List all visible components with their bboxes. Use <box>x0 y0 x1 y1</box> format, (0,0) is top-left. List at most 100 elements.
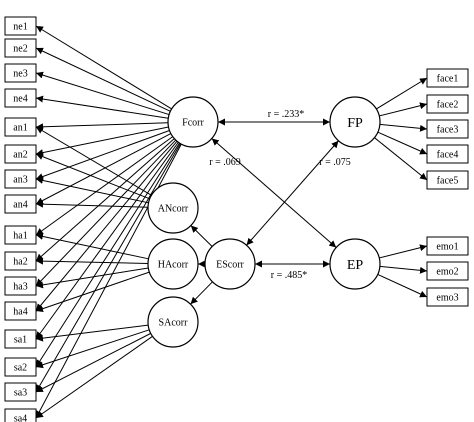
latent-label-escorr: EScorr <box>216 260 244 271</box>
loading-path-ep-emo1 <box>379 244 428 259</box>
indicator-box-sa4 <box>4 408 37 422</box>
loading-path-ep-emo3 <box>377 273 428 298</box>
indicator-label-face4: face4 <box>437 150 459 161</box>
indicator-label-sa1: sa1 <box>14 335 27 346</box>
loading-path-fp-face2 <box>379 102 428 117</box>
indicator-box-ha4 <box>4 301 37 321</box>
loading-path-ancorr-an4 <box>35 200 149 208</box>
loading-path-fcorr-ne4 <box>35 95 169 119</box>
indicator-label-face1: face1 <box>437 74 459 85</box>
indicator-box-face4 <box>426 144 469 164</box>
loading-path-ancorr-an3 <box>35 177 149 204</box>
latent-circle-fcorr <box>167 96 219 148</box>
indicator-box-an4 <box>4 194 37 214</box>
loading-path-fp-face3 <box>379 123 428 132</box>
indicator-label-an1: an1 <box>13 123 27 134</box>
loading-path-fcorr-sa3 <box>35 143 181 393</box>
loading-path-fcorr-ne3 <box>35 71 170 116</box>
loading-path-hacorr-ha4 <box>35 271 150 313</box>
corr-path-fcorr-ep <box>211 138 337 248</box>
indicator-label-ha3: ha3 <box>13 282 27 293</box>
indicator-box-face1 <box>426 68 469 88</box>
indicator-box-emo1 <box>426 236 469 256</box>
latent-circle-fp <box>329 96 381 148</box>
path-escorr-sacorr <box>190 281 213 305</box>
indicator-label-face3: face3 <box>437 125 459 136</box>
indicator-label-sa2: sa2 <box>14 363 27 374</box>
loading-path-ancorr-an2 <box>35 153 150 200</box>
indicator-label-ne4: ne4 <box>13 94 27 105</box>
indicator-box-ne2 <box>4 38 37 58</box>
loading-path-sacorr-sa2 <box>35 329 150 369</box>
path-escorr-ancorr <box>190 225 213 247</box>
indicator-label-an4: an4 <box>13 200 27 211</box>
loading-path-fcorr-an4 <box>35 133 172 205</box>
loading-path-ep-emo2 <box>379 265 428 274</box>
indicator-label-ha2: ha2 <box>13 257 27 268</box>
indicator-box-an1 <box>4 117 37 137</box>
indicator-box-face3 <box>426 119 469 139</box>
indicator-box-sa3 <box>4 382 37 402</box>
indicator-box-ne4 <box>4 88 37 108</box>
indicator-box-ha3 <box>4 276 37 296</box>
indicator-label-sa4: sa4 <box>14 414 27 422</box>
loading-path-fcorr-an1 <box>35 122 169 131</box>
indicator-label-sa3: sa3 <box>14 388 27 399</box>
latent-label-hacorr: HAcorr <box>158 260 189 271</box>
loading-path-fcorr-ha1 <box>35 136 174 236</box>
indicator-box-sa2 <box>4 357 37 377</box>
latent-circle-hacorr <box>147 238 199 290</box>
indicator-label-ne2: ne2 <box>13 44 27 55</box>
indicator-label-emo3: emo3 <box>436 293 458 304</box>
indicator-box-emo2 <box>426 261 469 281</box>
loading-path-fcorr-sa1 <box>35 141 179 340</box>
loading-path-fp-face4 <box>377 131 428 155</box>
indicator-label-face2: face2 <box>437 100 459 111</box>
indicator-box-an2 <box>4 144 37 164</box>
loading-path-hacorr-ha3 <box>35 267 149 289</box>
latent-circle-ep <box>329 238 381 290</box>
corr-label-fcorr-fp: r = .233* <box>268 109 304 120</box>
loading-path-fcorr-ne2 <box>35 47 171 112</box>
corr-label-escorr-fp: r = .075 <box>319 157 350 168</box>
indicator-label-emo2: emo2 <box>436 267 458 278</box>
latent-label-ep: EP <box>347 258 364 273</box>
latent-label-sacorr: SAcorr <box>159 318 189 329</box>
corr-path-escorr-fp <box>246 140 339 246</box>
loading-path-sacorr-sa4 <box>35 335 153 419</box>
indicator-label-an2: an2 <box>13 150 27 161</box>
indicator-box-an3 <box>4 169 37 189</box>
indicator-box-ne3 <box>4 63 37 83</box>
loading-path-fcorr-an3 <box>35 130 170 180</box>
indicator-box-sa1 <box>4 329 37 349</box>
indicator-box-face5 <box>426 170 469 190</box>
indicator-box-ha1 <box>4 225 37 245</box>
loading-path-sacorr-sa1 <box>35 324 149 342</box>
indicator-box-ne1 <box>4 16 37 36</box>
loading-path-fp-face1 <box>376 77 428 110</box>
latent-label-fcorr: Fcorr <box>182 118 204 129</box>
loading-path-ancorr-an1 <box>35 126 152 196</box>
loading-path-fcorr-ha2 <box>35 138 175 262</box>
indicator-label-emo1: emo1 <box>436 242 458 253</box>
indicator-label-ha1: ha1 <box>13 231 27 242</box>
indicator-label-ha4: ha4 <box>13 307 27 318</box>
indicator-box-emo3 <box>426 287 469 307</box>
indicator-label-face5: face5 <box>437 176 459 187</box>
corr-label-escorr-ep: r = .485* <box>271 270 307 281</box>
loading-path-hacorr-ha1 <box>35 233 149 260</box>
indicator-label-ne3: ne3 <box>13 69 27 80</box>
indicator-box-face2 <box>426 94 469 114</box>
loading-path-sacorr-sa3 <box>35 332 151 393</box>
loading-path-fp-face5 <box>374 137 428 181</box>
paths-layer <box>35 25 428 419</box>
latent-circle-escorr <box>204 238 256 290</box>
loading-path-fcorr-an2 <box>35 126 169 157</box>
indicator-label-an3: an3 <box>13 175 27 186</box>
indicator-box-ha2 <box>4 251 37 271</box>
latent-label-fp: FP <box>347 116 363 131</box>
latent-circle-ancorr <box>147 182 199 234</box>
latent-label-ancorr: ANcorr <box>158 204 189 215</box>
loading-path-hacorr-ha2 <box>35 257 149 265</box>
